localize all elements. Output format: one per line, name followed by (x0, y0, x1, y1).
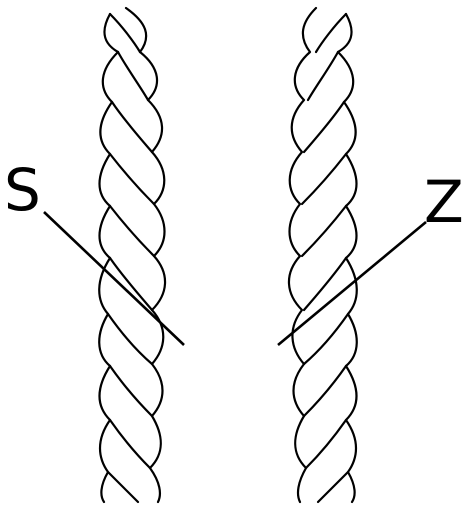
z-twist-label: Z (424, 168, 464, 236)
z-rope-strand-2 (306, 50, 340, 102)
z-rope-strand-3 (302, 100, 346, 154)
s-slant-line (43, 211, 185, 346)
z-rope-left-outline (287, 6, 318, 504)
s-rope-strand-4 (108, 152, 156, 206)
s-twist-label: S (4, 156, 41, 224)
s-rope-strand-8 (108, 364, 154, 418)
s-rope-strand-9 (108, 418, 152, 470)
s-rope-right-outline (124, 6, 167, 504)
s-rope-strand-5 (108, 204, 156, 258)
z-slant-line (277, 221, 427, 346)
s-rope-strand-3 (110, 100, 154, 154)
z-rope-strand-6 (302, 256, 348, 312)
s-rope-strand-7 (106, 312, 154, 366)
z-rope-strand-5 (300, 204, 348, 258)
z-rope-strand-9 (304, 418, 348, 470)
z-rope-strand-1 (314, 12, 348, 54)
z-twist-rope (287, 6, 358, 504)
s-rope-strand-2 (116, 50, 150, 102)
s-rope-strand-1 (108, 12, 142, 54)
z-rope-strand-7 (302, 312, 350, 366)
z-rope-strand-10 (316, 470, 350, 504)
s-rope-strand-6 (108, 256, 154, 312)
s-twist-rope (98, 6, 167, 504)
s-rope-strand-10 (106, 470, 140, 504)
z-rope-strand-8 (302, 364, 348, 418)
z-rope-strand-4 (300, 152, 348, 206)
